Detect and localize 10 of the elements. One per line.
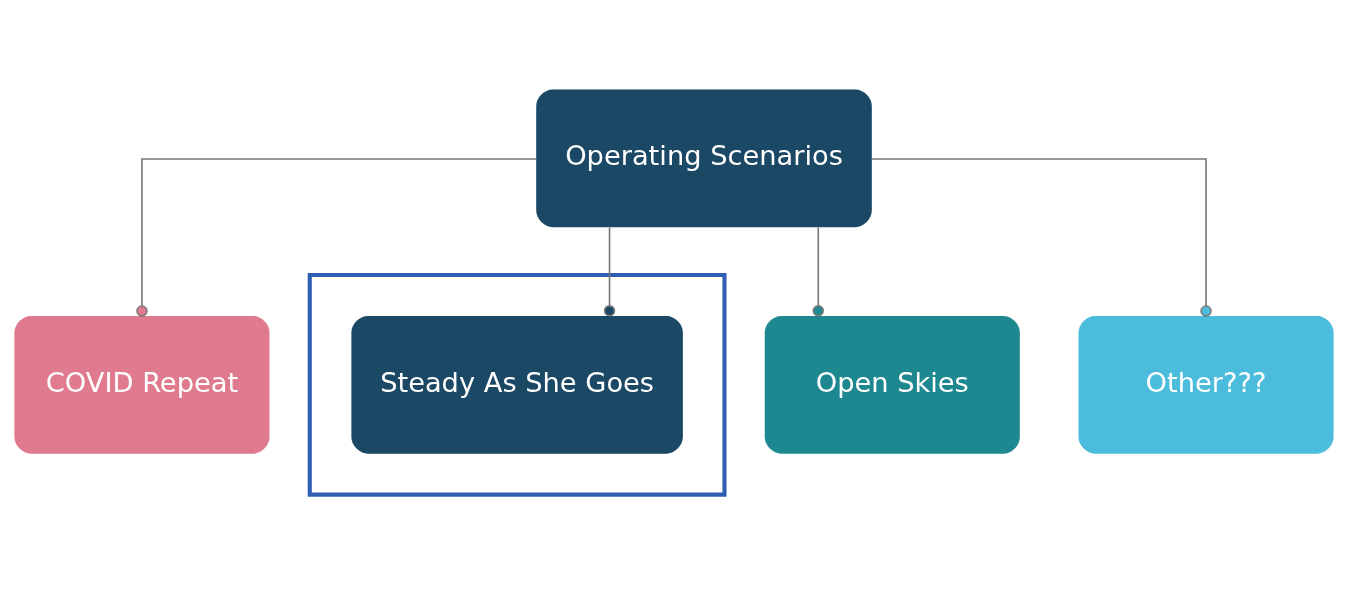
connector — [136, 157, 537, 317]
node-box: Operating Scenarios — [536, 88, 872, 227]
connector — [871, 157, 1212, 317]
node-box: COVID Repeat — [14, 315, 270, 454]
connector — [603, 226, 616, 316]
cluster — [307, 272, 727, 497]
node-box: Open Skies — [764, 315, 1020, 454]
node-box: Other??? — [1078, 315, 1334, 454]
node-box: Steady As She Goes — [351, 315, 683, 454]
connector — [812, 226, 824, 316]
